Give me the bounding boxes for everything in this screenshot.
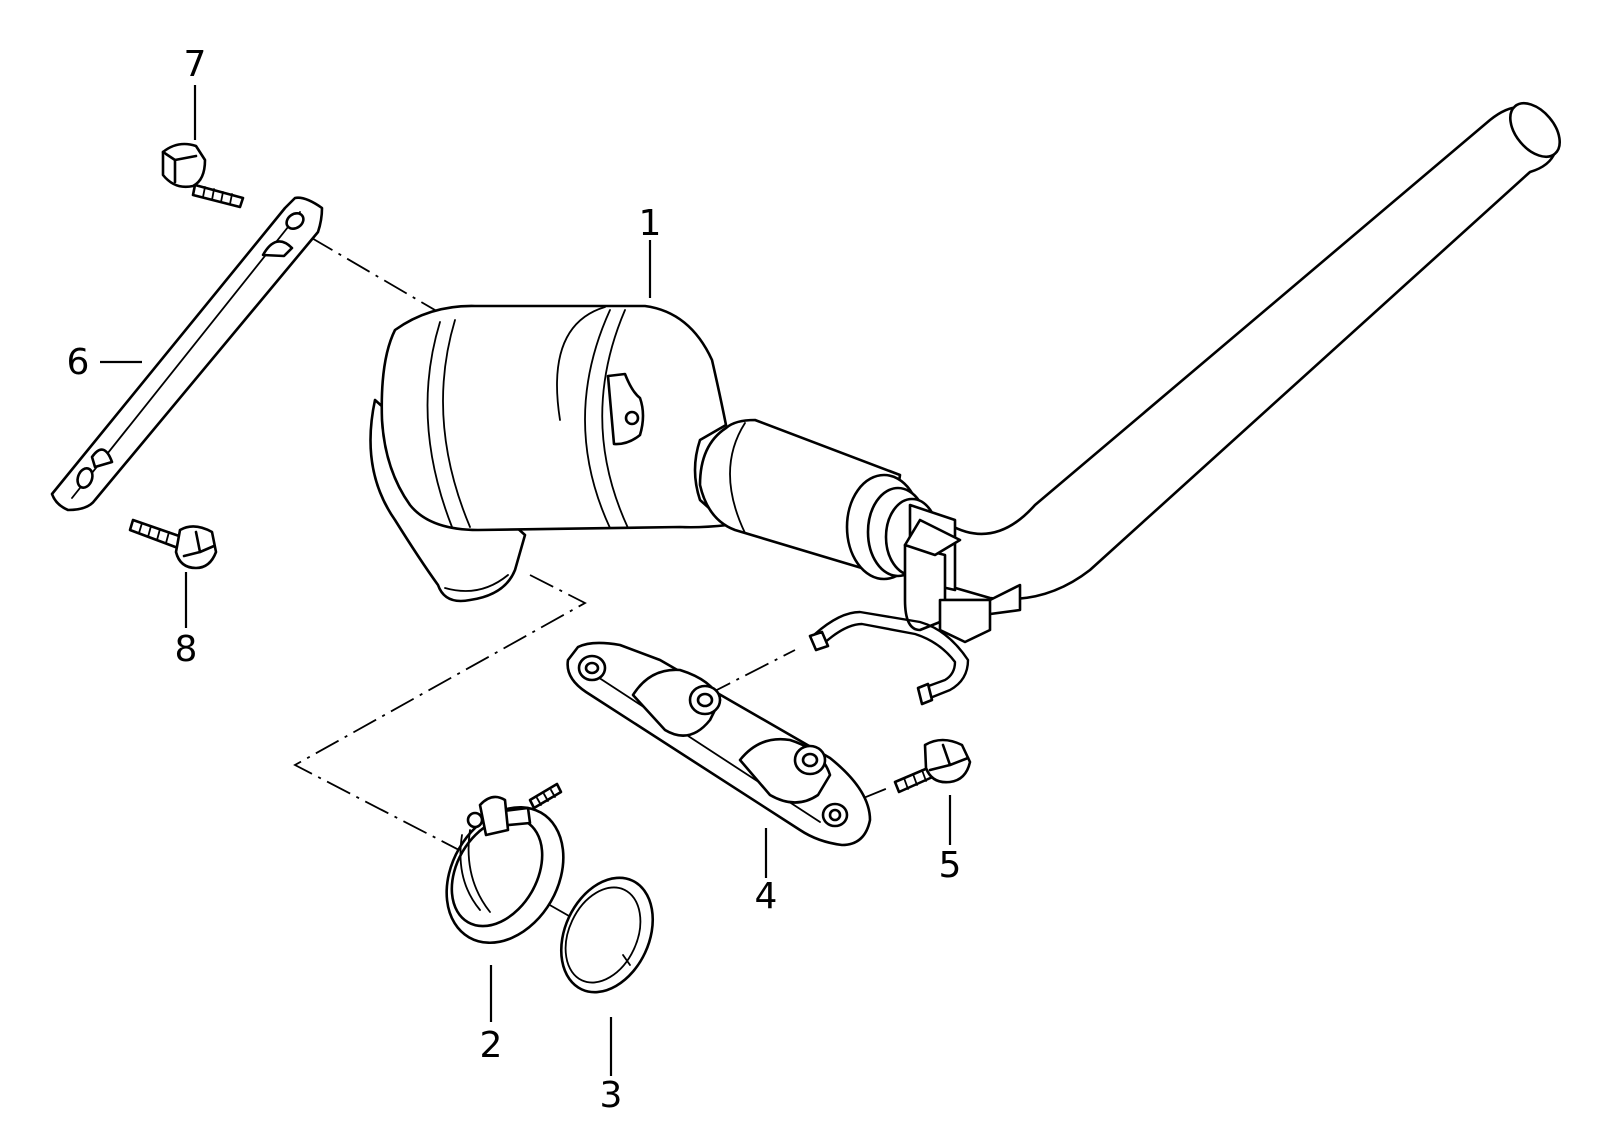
- callout-1: 1: [639, 203, 662, 244]
- alignment-line-hanger: [706, 649, 796, 696]
- callout-8: 8: [175, 629, 198, 670]
- callout-7: 7: [184, 44, 207, 85]
- bolt-part-5: [893, 738, 972, 794]
- callout-2: 2: [480, 1025, 503, 1066]
- callout-5: 5: [939, 845, 962, 886]
- pipe-hanger-bracket: [808, 518, 1022, 706]
- alignment-line-bracket-top: [309, 236, 607, 411]
- callout-6: 6: [67, 342, 90, 383]
- bolt-part-7: [161, 142, 245, 209]
- bolt-part-8: [128, 518, 218, 570]
- mounting-bracket-part-4: [566, 641, 872, 847]
- callout-4: 4: [755, 876, 778, 917]
- clamp-part-2: [445, 782, 565, 945]
- leader-lines: [100, 85, 952, 1076]
- exhaust-pipe: [943, 101, 1561, 601]
- mounting-bar-part-6: [50, 196, 324, 512]
- catalytic-converter: [369, 304, 957, 603]
- callout-3: 3: [600, 1075, 623, 1116]
- callout-labels: 1 2 3 4 5 6 7 8: [67, 44, 962, 1116]
- alignment-line-clamp: [293, 574, 587, 866]
- gasket-part-3: [559, 876, 655, 994]
